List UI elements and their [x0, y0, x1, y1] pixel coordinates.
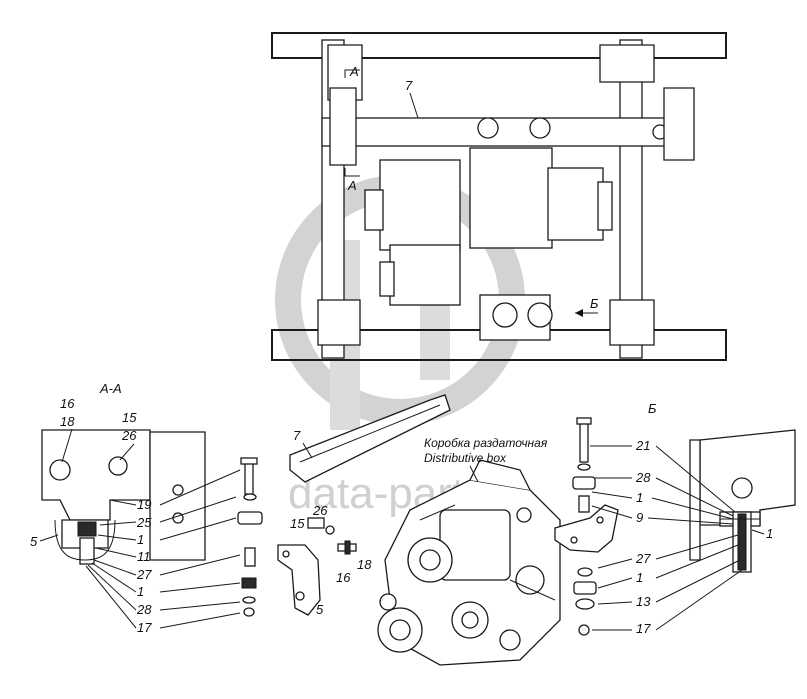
aa-label-17: 17 — [137, 620, 152, 635]
exploded-label-5: 5 — [316, 602, 324, 617]
b-label-27: 27 — [635, 551, 651, 566]
aa-label-19: 19 — [137, 497, 151, 512]
view-b-title: Б — [648, 401, 657, 416]
aa-label-1a: 1 — [137, 532, 144, 547]
exploded-label-7: 7 — [293, 428, 301, 443]
aa-label-11: 11 — [137, 549, 151, 564]
b-label-17: 17 — [636, 621, 651, 636]
aa-label-5: 5 — [30, 534, 38, 549]
section-aa-drawing — [41, 429, 263, 617]
aa-label-25: 25 — [136, 515, 152, 530]
b-label-1b: 1 — [766, 526, 773, 541]
bracket-7-drawing — [289, 394, 451, 483]
exploded-label-18: 18 — [357, 557, 372, 572]
view-b-drawing — [554, 417, 796, 636]
section-aa-title: A-A — [99, 381, 122, 396]
transfer-box-drawing — [377, 459, 561, 666]
box-name-en: Distributive box — [424, 451, 507, 465]
b-label-21: 21 — [635, 438, 650, 453]
aa-label-1b: 1 — [137, 584, 144, 599]
aa-label-15: 15 — [122, 410, 137, 425]
view-b-leaders — [590, 445, 765, 631]
b-label-1a: 1 — [636, 490, 643, 505]
b-label-13: 13 — [636, 594, 651, 609]
b-label-28: 28 — [635, 470, 651, 485]
bracket-5-drawing — [277, 517, 357, 616]
section-mark-a-bottom: A — [347, 178, 357, 193]
aa-label-18: 18 — [60, 414, 75, 429]
aa-label-16: 16 — [60, 396, 75, 411]
aa-label-27: 27 — [136, 567, 152, 582]
b-label-1c: 1 — [636, 570, 643, 585]
section-aa-labels: 16 18 15 26 19 25 5 1 11 27 1 28 17 — [30, 396, 152, 635]
exploded-label-26: 26 — [312, 503, 328, 518]
exploded-label-16: 16 — [336, 570, 351, 585]
b-label-9: 9 — [636, 510, 643, 525]
top-view-frame — [271, 32, 727, 361]
view-mark-b: Б — [590, 296, 599, 311]
box-name-ru: Коробка раздаточная — [424, 436, 548, 450]
section-mark-a-top: A — [349, 64, 359, 79]
callout-7-top: 7 — [405, 78, 413, 93]
aa-label-28: 28 — [136, 602, 152, 617]
exploded-label-15: 15 — [290, 516, 305, 531]
aa-label-26: 26 — [121, 428, 137, 443]
section-aa-leaders — [39, 428, 241, 629]
exploded-labels: 26 15 16 18 5 — [290, 503, 372, 617]
view-b-labels: 21 28 1 9 1 27 1 13 17 — [635, 438, 773, 636]
cross-member-7 — [321, 117, 693, 147]
